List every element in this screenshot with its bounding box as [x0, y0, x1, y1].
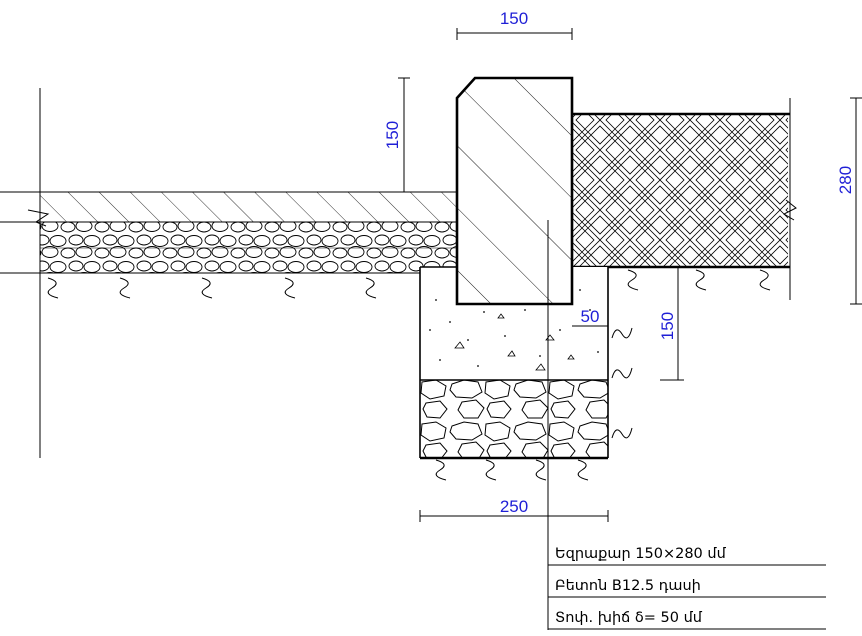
- dimension-foundation-width: 250: [419, 497, 609, 522]
- dimension-concrete-edge: 50: [572, 307, 608, 327]
- crushed-stone-layer: [420, 380, 608, 458]
- note-gravel: Տոփ. խիճ δ= 50 մմ: [555, 610, 703, 626]
- dim-label-curb-height: 280: [836, 166, 855, 194]
- dim-label-curb-exposure: 150: [383, 121, 402, 149]
- soil-marks: [47, 269, 771, 481]
- dim-label-concrete-thickness: 150: [658, 312, 677, 340]
- note-curb: Եզրաքար 150×280 մմ: [555, 546, 727, 562]
- dim-label-curb-width: 150: [500, 9, 528, 28]
- dimension-curb-exposure: 150: [383, 77, 410, 193]
- gravel-layer: [40, 222, 457, 273]
- dimension-curb-width: 150: [456, 9, 573, 40]
- notes-table: Եզրաքար 150×280 մմ Բետոն B12.5 դասի Տոփ.…: [548, 546, 826, 630]
- curb-stone: [455, 76, 574, 306]
- dimension-curb-height: 280: [836, 97, 862, 305]
- dimension-concrete-thickness: 150: [658, 267, 684, 381]
- asphalt-layer: [40, 192, 457, 222]
- dim-label-concrete-edge: 50: [581, 307, 600, 326]
- note-concrete: Բետոն B12.5 դասի: [555, 578, 701, 594]
- dim-label-foundation-width: 250: [500, 497, 528, 516]
